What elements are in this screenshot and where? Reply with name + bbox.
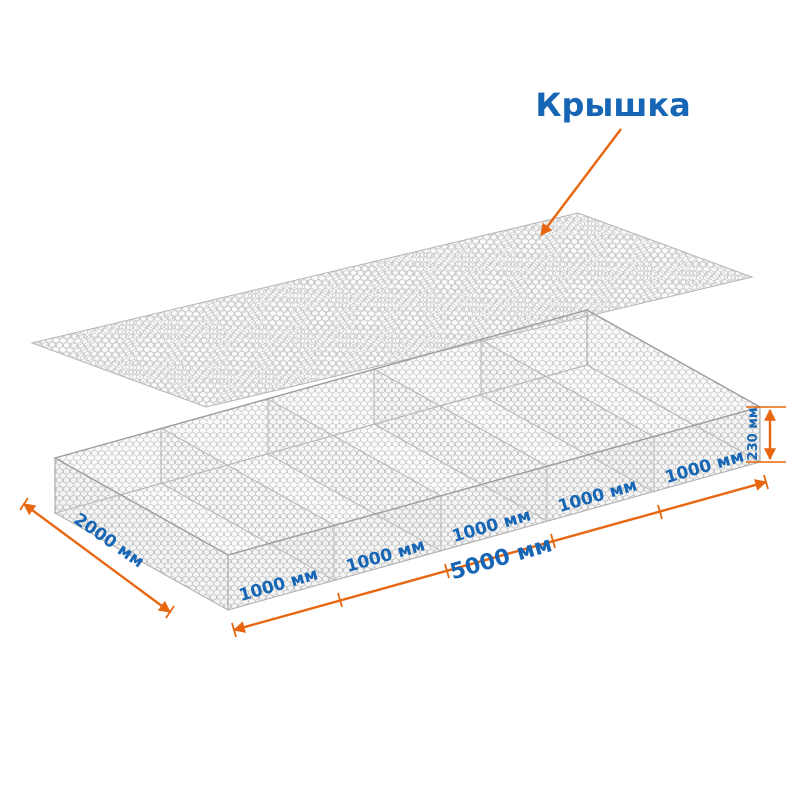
height-dimension: 230 мм (746, 406, 786, 463)
length-dimension-ticks (231, 474, 769, 638)
lid-leader-arrow (540, 128, 622, 236)
lid-callout: Крышка (535, 86, 691, 236)
height-label: 230 мм (746, 408, 761, 461)
lid-mesh-layer-2 (32, 213, 752, 407)
width-dimension-line (23, 503, 171, 613)
length-dimension-line (232, 479, 768, 633)
lid-mesh-panel (30, 212, 754, 408)
lid-label: Крышка (535, 86, 690, 124)
